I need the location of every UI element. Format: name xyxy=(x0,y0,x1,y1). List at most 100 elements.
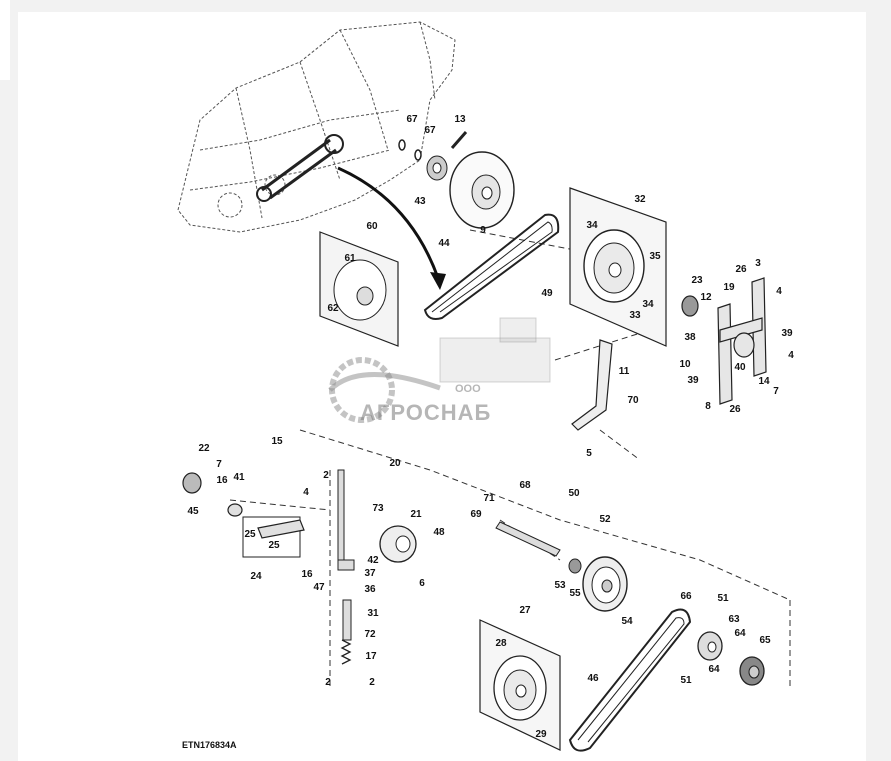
callout-47: 47 xyxy=(313,582,325,593)
callout-4: 4 xyxy=(776,286,782,297)
callout-4: 4 xyxy=(303,487,309,498)
tensioner-rod xyxy=(337,469,355,665)
callout-14: 14 xyxy=(758,376,770,387)
callout-2: 2 xyxy=(369,677,375,688)
callout-61: 61 xyxy=(344,253,356,264)
callout-63: 63 xyxy=(728,614,740,625)
callout-68: 68 xyxy=(519,480,531,491)
callout-65: 65 xyxy=(759,635,771,646)
callout-34: 34 xyxy=(586,220,598,231)
drawing-reference: ETN176834A xyxy=(182,740,237,750)
plate-32 xyxy=(569,187,667,347)
callout-22: 22 xyxy=(198,443,210,454)
callout-3: 3 xyxy=(755,258,761,269)
hub-43 xyxy=(426,155,448,181)
callout-64: 64 xyxy=(708,664,720,675)
callout-49: 49 xyxy=(541,288,553,299)
callout-54: 54 xyxy=(621,616,633,627)
plate-27 xyxy=(479,619,561,751)
callout-45: 45 xyxy=(187,506,199,517)
callout-2: 2 xyxy=(325,677,331,688)
callout-71: 71 xyxy=(483,493,495,504)
callout-38: 38 xyxy=(684,332,696,343)
callout-50: 50 xyxy=(568,488,580,499)
pulley-21 xyxy=(379,525,417,563)
callout-13: 13 xyxy=(454,114,466,125)
callout-12: 12 xyxy=(700,292,712,303)
callout-6: 6 xyxy=(419,578,425,589)
callout-27: 27 xyxy=(519,605,531,616)
plate-60 xyxy=(319,231,399,347)
arm-assembly-25 xyxy=(182,472,305,558)
callout-35: 35 xyxy=(649,251,661,262)
callout-39: 39 xyxy=(687,375,699,386)
callout-48: 48 xyxy=(433,527,445,538)
callout-67: 67 xyxy=(406,114,418,125)
callout-66: 66 xyxy=(680,591,692,602)
callout-7: 7 xyxy=(773,386,779,397)
detail-arrow xyxy=(337,166,440,279)
callout-16: 16 xyxy=(301,569,313,580)
callout-11: 11 xyxy=(619,366,630,377)
callout-25: 25 xyxy=(268,540,280,551)
callout-labels: 6767134344932343534334960616223263191243… xyxy=(187,114,794,740)
callout-32: 32 xyxy=(634,194,646,205)
callout-72: 72 xyxy=(364,629,376,640)
pulley-54 xyxy=(568,556,628,612)
idler-63 xyxy=(697,631,723,661)
callout-40: 40 xyxy=(734,362,746,373)
callout-28: 28 xyxy=(495,638,507,649)
combine-outline xyxy=(177,21,456,233)
washers-67 xyxy=(398,139,422,161)
pulley-44 xyxy=(449,151,515,229)
callout-9: 9 xyxy=(480,225,486,236)
callout-69: 69 xyxy=(470,509,482,520)
callout-41: 41 xyxy=(233,472,245,483)
callout-34: 34 xyxy=(642,299,654,310)
detail-arrowhead xyxy=(430,272,446,290)
callout-36: 36 xyxy=(364,584,376,595)
callout-7: 7 xyxy=(216,459,222,470)
callout-26: 26 xyxy=(729,404,741,415)
callout-16: 16 xyxy=(216,475,228,486)
callout-4: 4 xyxy=(788,350,794,361)
callout-31: 31 xyxy=(367,608,379,619)
callout-10: 10 xyxy=(679,359,691,370)
pulley-65 xyxy=(739,656,765,686)
bracket-70 xyxy=(571,339,613,431)
callout-17: 17 xyxy=(365,651,377,662)
callout-51: 51 xyxy=(717,593,729,604)
callout-37: 37 xyxy=(364,568,376,579)
callout-19: 19 xyxy=(723,282,735,293)
callout-60: 60 xyxy=(366,221,378,232)
callout-33: 33 xyxy=(629,310,641,321)
watermark-prefix: ООО xyxy=(455,383,481,395)
callout-5: 5 xyxy=(586,448,592,459)
left-panel-edge xyxy=(0,0,10,80)
callout-67: 67 xyxy=(424,125,436,136)
watermark-brand: АГРОСНАБ xyxy=(360,400,491,425)
callout-73: 73 xyxy=(372,503,384,514)
belt-46 xyxy=(568,608,692,752)
bolt-13 xyxy=(450,131,468,149)
shaft-71 xyxy=(495,521,561,557)
callout-26: 26 xyxy=(735,264,747,275)
callout-51: 51 xyxy=(680,675,692,686)
callout-70: 70 xyxy=(627,395,639,406)
callout-62: 62 xyxy=(327,303,339,314)
callout-20: 20 xyxy=(389,458,401,469)
callout-46: 46 xyxy=(587,673,599,684)
callout-64: 64 xyxy=(734,628,746,639)
callout-52: 52 xyxy=(599,514,611,525)
callout-23: 23 xyxy=(691,275,703,286)
callout-44: 44 xyxy=(438,238,450,249)
watermark: ООО АГРОСНАБ xyxy=(328,317,551,425)
callout-21: 21 xyxy=(410,509,422,520)
callout-43: 43 xyxy=(414,196,426,207)
callout-2: 2 xyxy=(323,470,329,481)
callout-24: 24 xyxy=(250,571,262,582)
callout-8: 8 xyxy=(705,401,711,412)
callout-25: 25 xyxy=(244,529,256,540)
bracket-assembly-26 xyxy=(681,277,767,405)
callout-55: 55 xyxy=(569,588,581,599)
